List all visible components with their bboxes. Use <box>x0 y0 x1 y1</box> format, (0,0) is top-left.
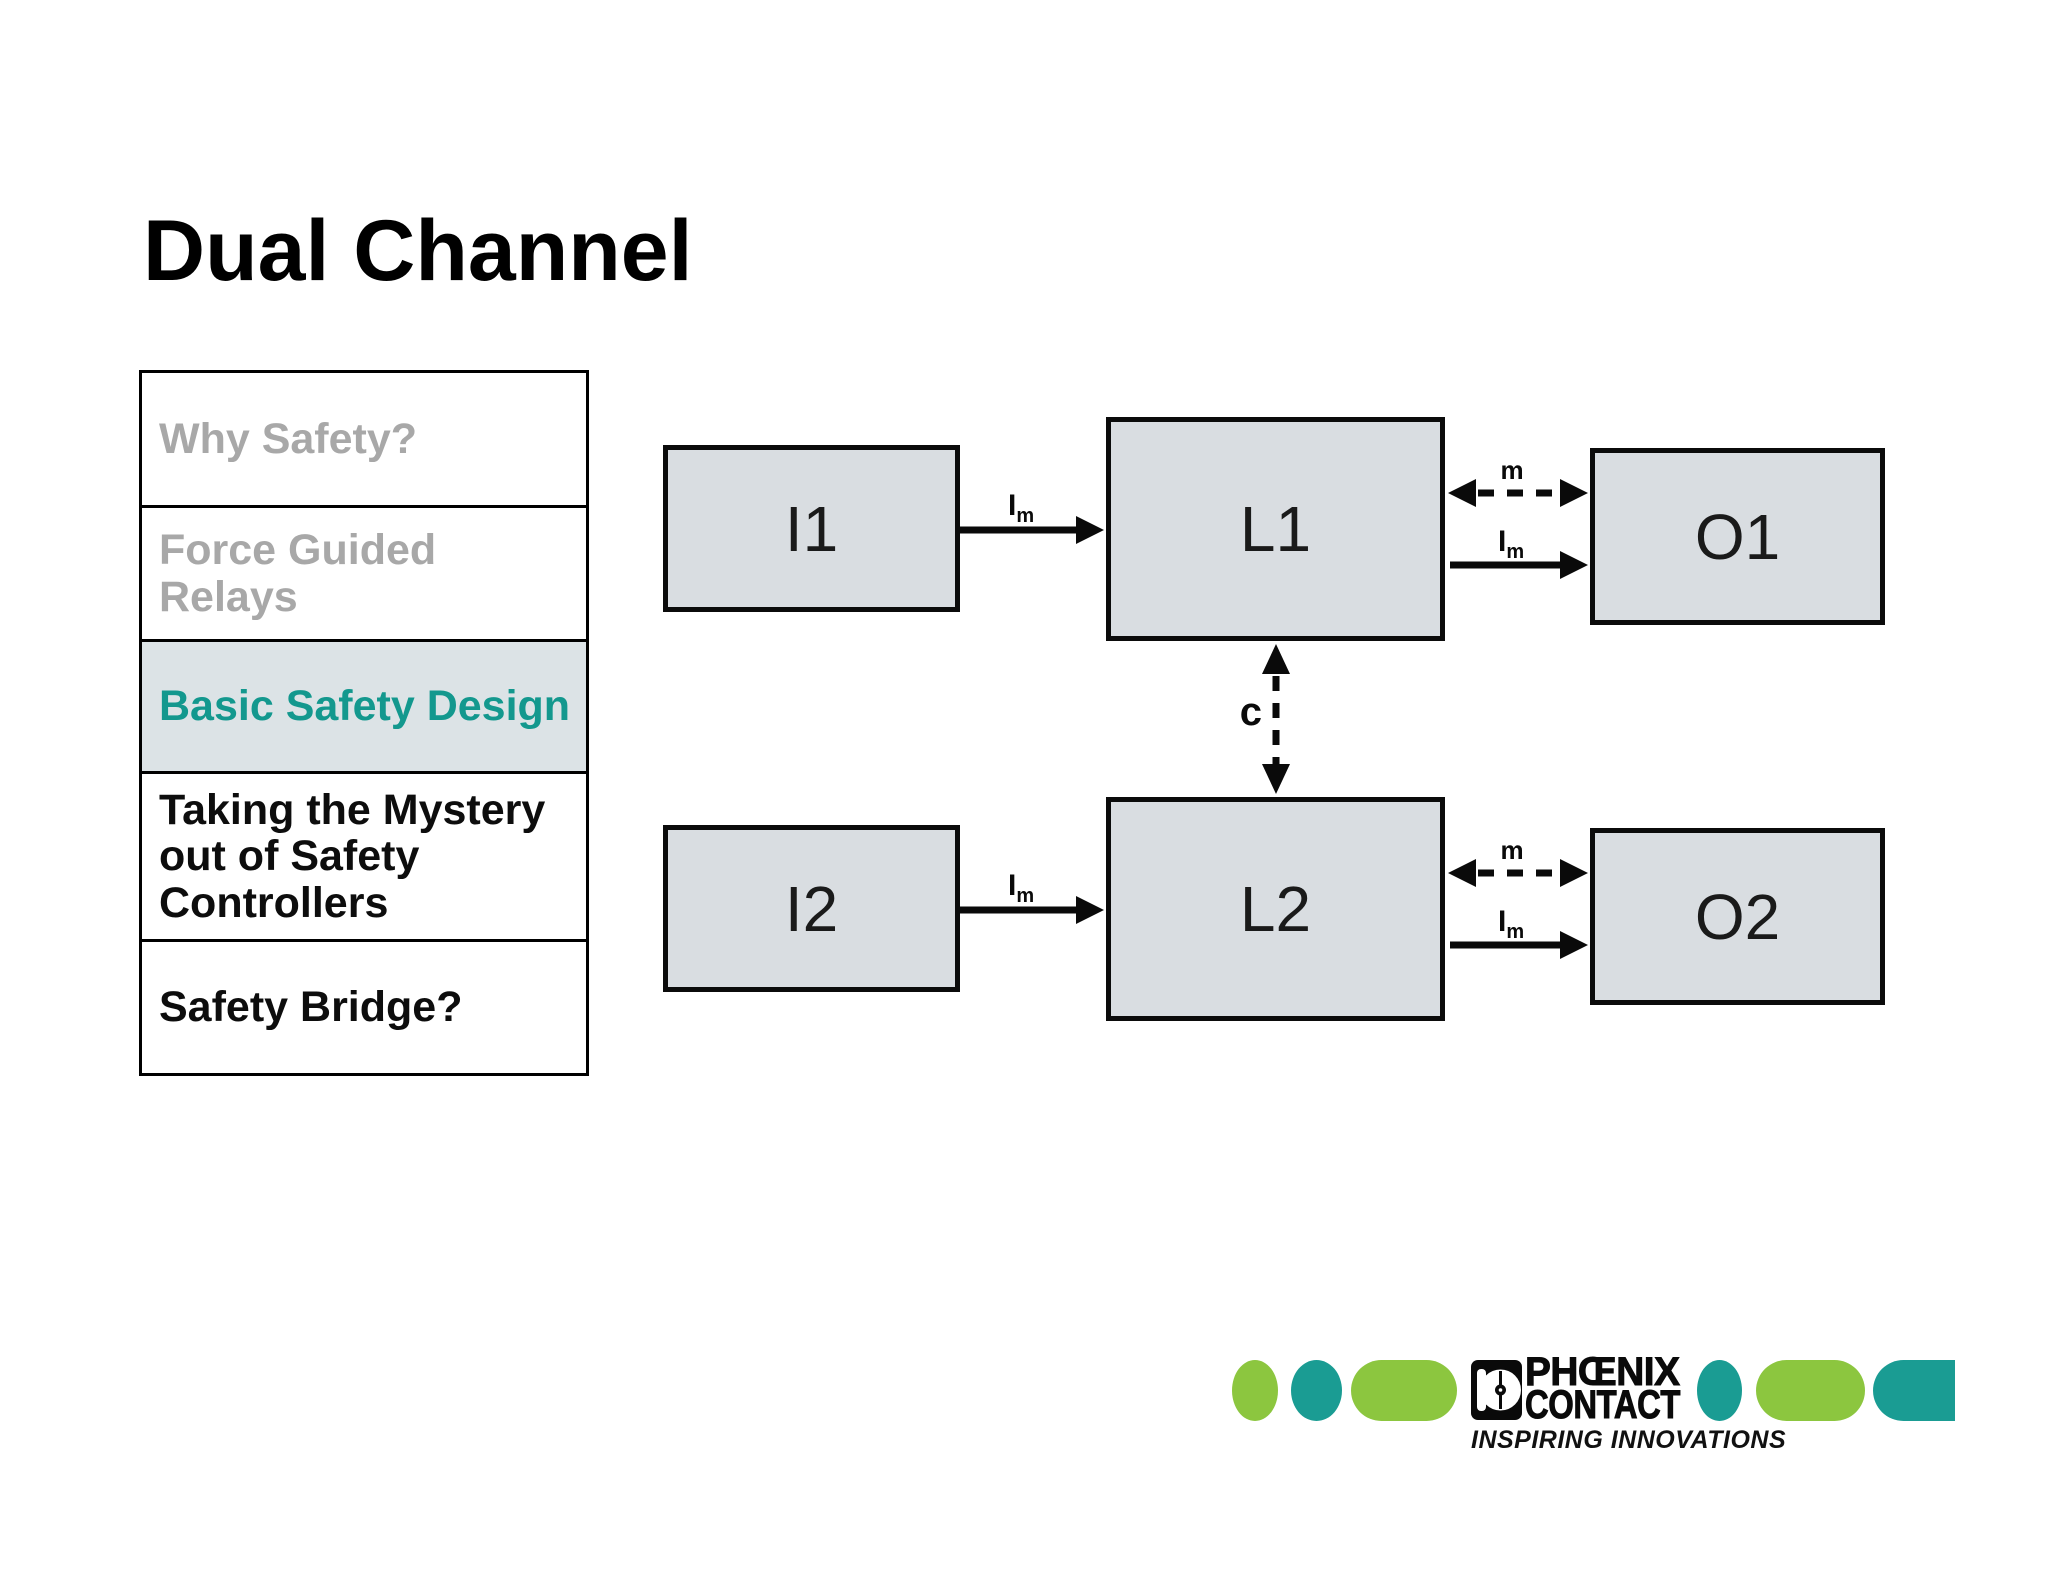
logo-shape-pill-green-1 <box>1351 1360 1457 1421</box>
arrowhead-c-up <box>1262 644 1290 674</box>
sidebar-item-taking-the-mystery[interactable]: Taking the Mystery out of Safety Control… <box>142 774 586 942</box>
sidebar-menu: Why Safety? Force Guided Relays Basic Sa… <box>139 370 589 1076</box>
logo-shape-halfpill-teal <box>1873 1360 1955 1421</box>
label-c: c <box>1239 690 1262 734</box>
brand-name-line2: CONTACT <box>1525 1383 1681 1427</box>
label-m-row2: m <box>1500 835 1524 865</box>
label-im-l1-o1: Im <box>1498 525 1524 563</box>
box-label: L2 <box>1239 873 1312 945</box>
arrowhead-i2-l2 <box>1076 896 1104 924</box>
logo-shape-ellipse-green-1 <box>1232 1360 1278 1421</box>
diagram-box-l1: L1 <box>1106 417 1445 641</box>
sidebar-item-label: Safety Bridge? <box>159 983 463 1032</box>
label-main: I <box>1008 489 1017 522</box>
label-main: I <box>1008 869 1017 902</box>
logo-shape-ellipse-teal-2 <box>1697 1360 1742 1421</box>
brand-name-line1: PHŒNIX <box>1525 1350 1681 1394</box>
arrowhead-m-right-2 <box>1560 859 1588 887</box>
arrowhead-m-left-2 <box>1448 859 1476 887</box>
sidebar-item-why-safety[interactable]: Why Safety? <box>142 373 586 508</box>
sidebar-item-basic-safety-design[interactable]: Basic Safety Design <box>142 642 586 774</box>
label-m-row1: m <box>1500 455 1524 485</box>
diagram-box-i2: I2 <box>663 825 960 992</box>
arrowhead-m-left-1 <box>1448 479 1476 507</box>
sidebar-item-label: Force Guided Relays <box>159 526 437 621</box>
box-label: L1 <box>1239 493 1312 565</box>
label-main: I <box>1498 525 1507 558</box>
brand-wordmark: PHŒNIX CONTACT <box>1525 1350 1714 1427</box>
box-label: O2 <box>1694 880 1781 953</box>
arrowhead-m-right-1 <box>1560 479 1588 507</box>
phoenix-contact-logo-icon <box>1471 1360 1522 1420</box>
arrowhead-i1-l1 <box>1076 516 1104 544</box>
box-label: O1 <box>1694 500 1781 573</box>
arrowhead-c-down <box>1262 764 1290 794</box>
arrowhead-l2-o2 <box>1560 931 1588 959</box>
sidebar-item-force-guided-relays[interactable]: Force Guided Relays <box>142 508 586 642</box>
sidebar-item-safety-bridge[interactable]: Safety Bridge? <box>142 942 586 1073</box>
sidebar-item-label: Basic Safety Design <box>159 682 571 731</box>
page-title: Dual Channel <box>143 202 693 299</box>
arrowhead-l1-o1 <box>1560 551 1588 579</box>
sidebar-item-label: Why Safety? <box>159 414 418 463</box>
label-im-i1-l1: Im <box>1008 489 1034 527</box>
label-sub: m <box>1506 921 1525 943</box>
logo-shape-ellipse-teal-1 <box>1291 1360 1342 1421</box>
label-sub: m <box>1506 541 1525 563</box>
box-label: I1 <box>784 492 839 565</box>
brand-tagline: INSPIRING INNOVATIONS <box>1471 1426 1787 1454</box>
sidebar-item-label: Taking the Mystery out of Safety Control… <box>159 785 546 927</box>
label-im-i2-l2: Im <box>1008 869 1034 907</box>
diagram-box-l2: L2 <box>1106 797 1445 1021</box>
box-label: I2 <box>784 872 839 945</box>
diagram-box-i1: I1 <box>663 445 960 612</box>
label-im-l2-o2: Im <box>1498 905 1524 943</box>
diagram-box-o2: O2 <box>1590 828 1885 1005</box>
label-main: I <box>1498 905 1507 938</box>
diagram-box-o1: O1 <box>1590 448 1885 625</box>
label-sub: m <box>1016 505 1035 527</box>
label-sub: m <box>1016 885 1035 907</box>
logo-shape-pill-green-2 <box>1756 1360 1865 1421</box>
